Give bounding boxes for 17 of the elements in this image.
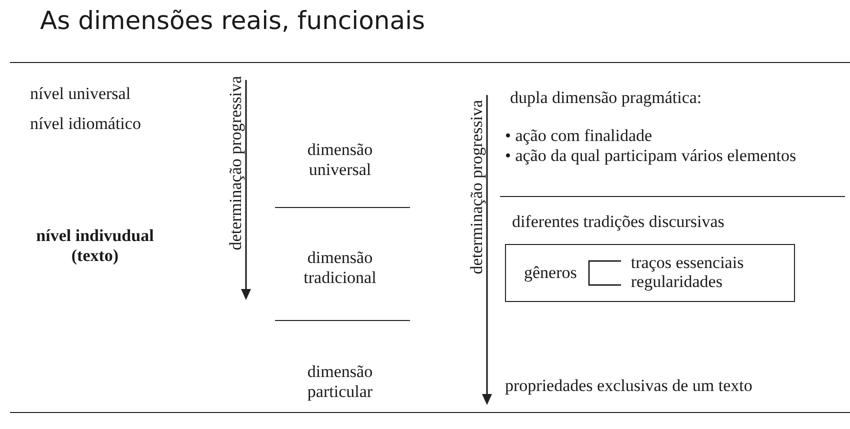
heading-text: diferentes tradições discursivas (512, 212, 724, 232)
list-item: • ação com finalidade (505, 126, 654, 146)
heading-text: dupla dimensão pragmática: (510, 88, 702, 108)
dimension-text: dimensão tradicional (302, 248, 378, 288)
dimension-text: dimensão particular (306, 362, 374, 402)
dimension-text: dimensão universal (306, 140, 374, 180)
title: As dimensões reais, funcionais (40, 6, 426, 35)
list-item: • ação da qual participam vários elementos (505, 146, 796, 166)
description-text: propriedades exclusivas de um texto (505, 376, 752, 396)
level-text: nível indivudual (texto) (35, 226, 155, 266)
term-text: gêneros (524, 263, 577, 283)
feature-text: traços essenciais regularidades (630, 254, 745, 292)
axis-label: determinação progressiva (226, 76, 246, 250)
framed-box (505, 244, 795, 302)
level-text: nível idiomático (30, 114, 141, 134)
level-text: nível universal (30, 84, 131, 104)
axis-label: determinação progressiva (467, 100, 487, 274)
